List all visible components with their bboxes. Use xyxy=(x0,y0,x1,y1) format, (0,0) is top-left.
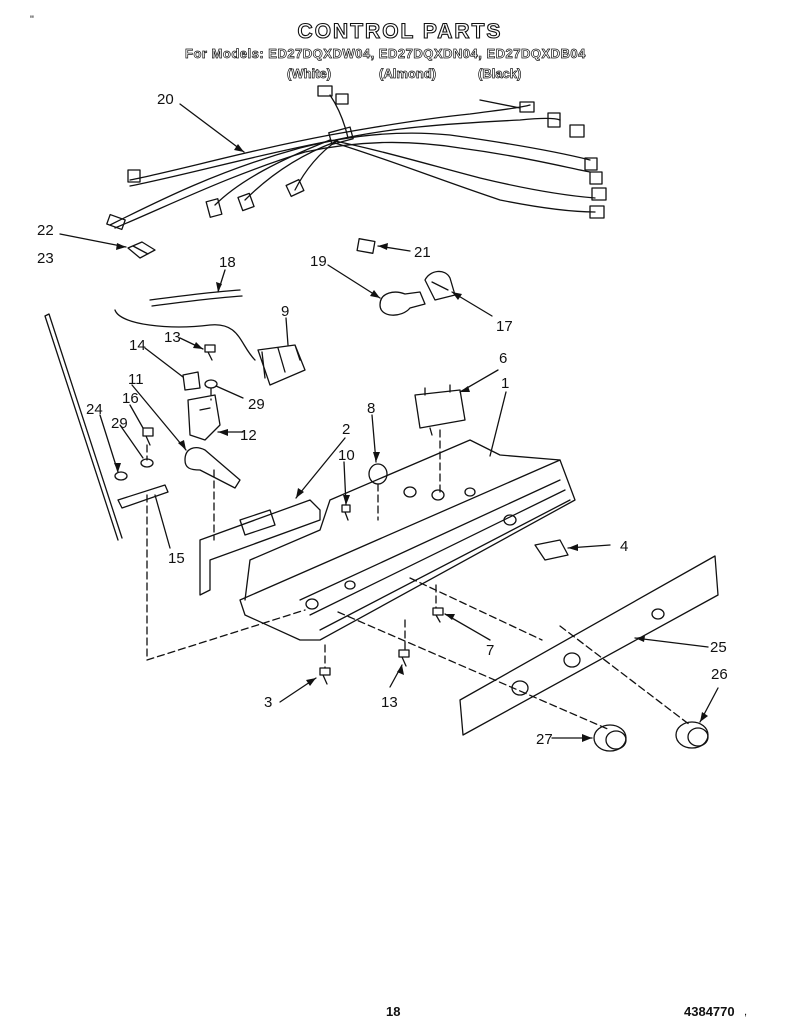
callout-15: 15 xyxy=(168,550,185,567)
capillary-tube xyxy=(114,309,256,361)
callout-13-bottom: 13 xyxy=(381,694,398,711)
washer-29-right xyxy=(204,379,218,389)
callout-1: 1 xyxy=(501,375,509,392)
callout-10: 10 xyxy=(338,447,355,464)
arrowheads xyxy=(114,144,708,742)
callout-22: 22 xyxy=(37,222,54,239)
callout-18: 18 xyxy=(219,254,236,271)
callout-17: 17 xyxy=(496,318,513,335)
callout-21: 21 xyxy=(414,244,431,261)
page-title: CONTROL PARTS xyxy=(297,19,503,43)
callout-4: 4 xyxy=(620,538,628,555)
finish-almond: (Almond) xyxy=(379,66,437,82)
callout-26: 26 xyxy=(711,666,728,683)
page-number: 18 xyxy=(386,1004,401,1019)
clip-21 xyxy=(356,238,376,254)
callout-9: 9 xyxy=(281,303,289,320)
tail-mark: , xyxy=(744,1006,748,1018)
knob-shaft-11 xyxy=(184,447,241,489)
callout-8: 8 xyxy=(367,400,375,417)
finish-white: (White) xyxy=(287,66,332,82)
callout-3: 3 xyxy=(264,694,272,711)
callout-14: 14 xyxy=(129,337,146,354)
callout-24: 24 xyxy=(86,401,103,418)
lever-15 xyxy=(117,484,169,509)
screw-16 xyxy=(142,427,154,446)
clip-22 xyxy=(127,241,156,259)
screw-10 xyxy=(341,504,351,521)
screw-13-bottom xyxy=(398,649,410,667)
callout-27: 27 xyxy=(536,731,553,748)
screw-13-top xyxy=(204,344,216,361)
bracket-12 xyxy=(187,394,221,441)
callout-23: 23 xyxy=(37,250,54,267)
model-list: For Models: ED27DQXDW04, ED27DQXDN04, ED… xyxy=(185,46,586,62)
callout-29-left: 29 xyxy=(111,415,128,432)
lamp-socket-17 xyxy=(424,270,456,301)
tube-18 xyxy=(149,289,243,307)
indicator-4 xyxy=(534,539,569,561)
callout-19: 19 xyxy=(310,253,327,270)
callout-12: 12 xyxy=(240,427,257,444)
callout-16: 16 xyxy=(122,390,139,407)
callout-labels: 20 22 23 18 19 21 17 9 13 14 29 11 12 24… xyxy=(37,91,728,748)
finish-black: (Black) xyxy=(478,66,522,82)
part-number: 4384770 xyxy=(684,1004,735,1019)
bracket-2 xyxy=(199,499,321,596)
callout-13-top: 13 xyxy=(164,329,181,346)
screw-3 xyxy=(319,667,331,685)
switch-6 xyxy=(414,384,466,436)
bracket-14 xyxy=(182,371,201,391)
washer-24 xyxy=(114,471,128,481)
assembly-lines xyxy=(146,387,691,731)
wire-harness-20 xyxy=(106,85,607,231)
thermostat-9 xyxy=(257,344,306,386)
grommet-8 xyxy=(368,463,388,485)
screw-7 xyxy=(432,607,444,623)
rod-23 xyxy=(44,313,123,541)
lamp-bulb-19 xyxy=(379,291,426,316)
callout-7: 7 xyxy=(486,642,494,659)
callout-20: 20 xyxy=(157,91,174,108)
callout-29-right: 29 xyxy=(248,396,265,413)
callout-6: 6 xyxy=(499,350,507,367)
control-panel-25 xyxy=(459,555,719,736)
corner-mark: " xyxy=(30,14,34,26)
leader-lines xyxy=(59,103,719,739)
callout-2: 2 xyxy=(342,421,350,438)
callout-25: 25 xyxy=(710,639,727,656)
callout-11: 11 xyxy=(128,371,144,388)
